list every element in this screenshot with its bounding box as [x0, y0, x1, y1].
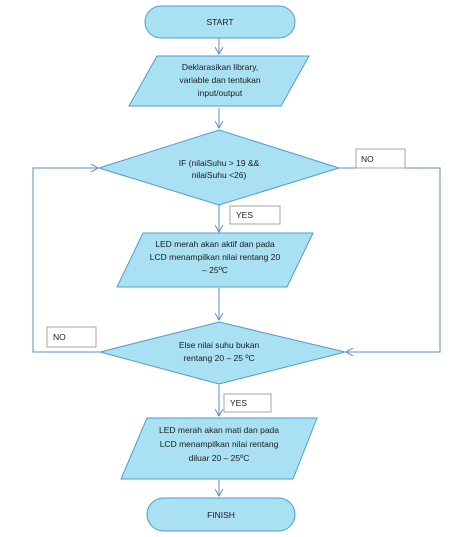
declare-line-3: input/output: [198, 88, 243, 98]
label-no-left: NO: [46, 326, 97, 348]
if-decision: IF (nilaiSuhu > 19 && nilaiSuhu <26): [97, 129, 341, 206]
else-shape: [98, 321, 346, 385]
label-yes-top: YES: [229, 205, 281, 225]
led-off-line-2: LCD menampilkan nilai rentang: [160, 439, 279, 449]
led-on-line-2: LCD menampilkan nilai rentang 20: [150, 252, 281, 262]
label-no-top-box: [355, 148, 406, 169]
else-line-1: Else nilai suhu bukan: [179, 340, 260, 350]
led-on-output: LED merah akan aktif dan pada LCD menamp…: [116, 232, 314, 288]
line-else-no-loop-to-if: [32, 168, 99, 353]
declare-shape: [128, 55, 310, 107]
led-on-line-3: – 25ºC: [202, 265, 228, 275]
finish-label: FINISH: [207, 510, 235, 520]
label-yes-bottom-box: [223, 393, 272, 413]
label-yes-top-box: [229, 205, 281, 225]
led-off-output: LED merah akan mati dan pada LCD menampi…: [120, 417, 318, 480]
else-line-2: rentang 20 – 25 ºC: [183, 353, 254, 363]
finish-terminator: FINISH: [146, 497, 296, 532]
if-shape: [97, 129, 341, 206]
finish-shape: [146, 497, 296, 532]
start-terminator: START: [144, 5, 296, 39]
line-if-no-to-else: [340, 167, 441, 352]
label-yes-top-text: YES: [236, 210, 253, 220]
declare-line-2: variable dan tentukan: [179, 75, 261, 85]
led-on-line-1: LED merah akan aktif dan pada: [155, 239, 275, 249]
label-no-top-text: NO: [361, 154, 374, 164]
led-on-shape: [116, 232, 314, 288]
label-no-left-box: [46, 326, 97, 348]
label-no-left-text: NO: [53, 332, 66, 342]
led-off-line-1: LED merah akan mati dan pada: [159, 425, 279, 435]
label-yes-bottom-text: YES: [230, 398, 247, 408]
label-no-top: NO: [355, 148, 406, 169]
led-off-shape: [120, 417, 318, 480]
if-line-2: nilaiSuhu <26): [192, 170, 247, 180]
start-label: START: [206, 17, 233, 27]
else-decision: Else nilai suhu bukan rentang 20 – 25 ºC: [98, 321, 346, 385]
start-shape: [144, 5, 296, 39]
declare-process: Deklarasikan library, variable dan tentu…: [128, 55, 310, 107]
if-line-1: IF (nilaiSuhu > 19 &&: [179, 158, 260, 168]
label-yes-bottom: YES: [223, 393, 272, 413]
declare-line-1: Deklarasikan library,: [182, 62, 258, 72]
led-off-line-3: diluar 20 – 25ºC: [189, 453, 250, 463]
